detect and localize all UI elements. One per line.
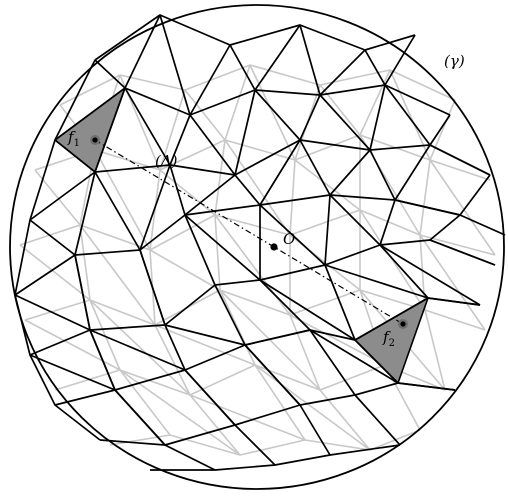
sphere-outline [9, 4, 505, 490]
face1-label-letter: f [67, 128, 76, 146]
face2-label-letter: f [382, 328, 391, 346]
face-f2-point [400, 321, 406, 327]
center-label: O [283, 230, 295, 248]
face1-label: f1 [67, 128, 80, 149]
face2-label: f2 [382, 328, 395, 349]
axis-label: (Δ) [155, 152, 178, 170]
axis-line [94, 139, 404, 325]
sphere-label: (γ) [444, 52, 465, 70]
face-f1-point [92, 137, 98, 143]
face2-label-subscript: 2 [389, 338, 395, 349]
face1-label-subscript: 1 [74, 138, 80, 149]
front-edges [14, 14, 506, 471]
center-point [270, 243, 278, 251]
